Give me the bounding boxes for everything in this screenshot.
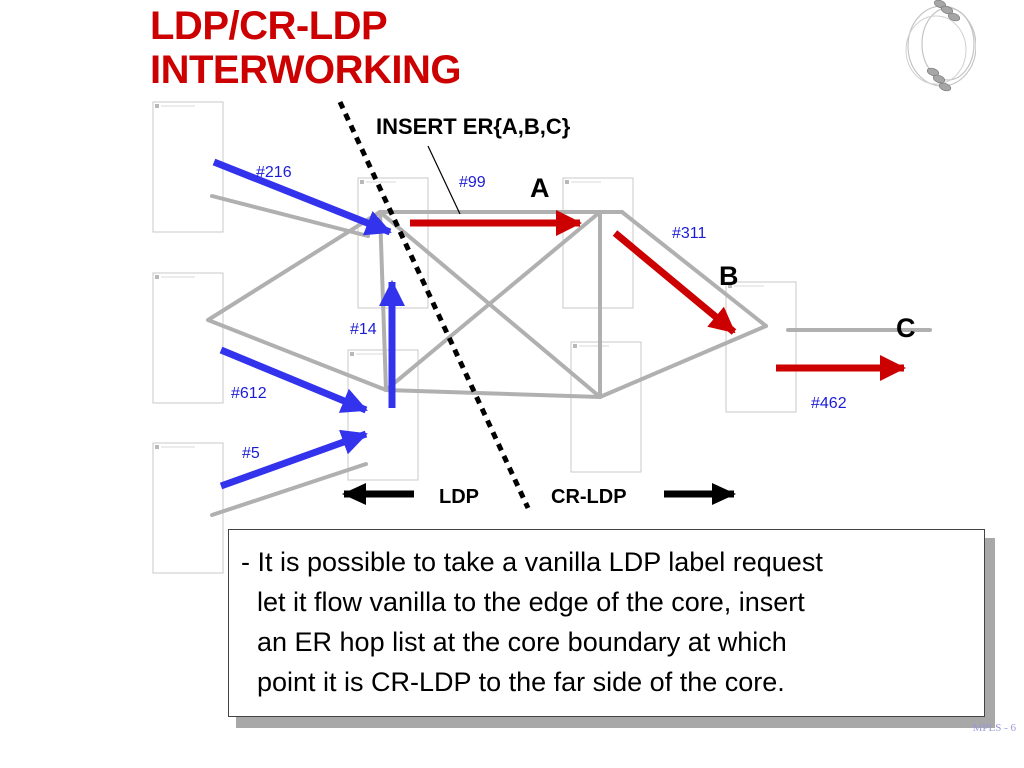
- label-462: #462: [811, 395, 847, 412]
- insert-er-label: INSERT ER{A,B,C}: [376, 114, 571, 139]
- arrow-216: [212, 158, 392, 236]
- link-edge-bottom: [210, 462, 368, 517]
- title-line-2: INTERWORKING: [150, 48, 462, 92]
- callout-line-3: an ER hop list at the core boundary at w…: [257, 627, 787, 657]
- node-label-c: C: [896, 313, 916, 343]
- label-99: #99: [459, 174, 486, 191]
- arrow-311: [612, 230, 737, 335]
- node-label-a: A: [530, 173, 550, 203]
- link-left-diamond: [206, 210, 388, 392]
- callout-line-1: - It is possible to take a vanilla LDP l…: [241, 547, 823, 577]
- label-612: #612: [231, 385, 267, 402]
- insert-pointer-line: [427, 145, 461, 215]
- callout-line-2: let it flow vanilla to the edge of the c…: [257, 587, 805, 617]
- router-box-edge-1: [152, 101, 224, 233]
- node-label-b: B: [719, 261, 739, 291]
- router-boxes: [152, 101, 797, 574]
- callout-line-4: point it is CR-LDP to the far side of th…: [257, 667, 785, 697]
- region-crldp-label: CR-LDP: [551, 486, 627, 508]
- label-5: #5: [242, 445, 260, 462]
- link-edge-top: [210, 194, 370, 238]
- router-box-edge-3: [152, 442, 224, 574]
- label-311: #311: [672, 225, 707, 242]
- label-216: #216: [256, 164, 292, 181]
- link-cross-2: [384, 210, 602, 392]
- link-bottom: [384, 388, 602, 399]
- label-14: #14: [350, 321, 377, 338]
- ldp-arrows: [212, 158, 405, 490]
- router-box-lower: [347, 349, 419, 481]
- arrow-5: [219, 429, 368, 490]
- title-line-1: LDP/CR-LDP: [150, 4, 388, 48]
- link-top-to-b: [620, 210, 768, 328]
- logo-rings-icon: [905, 0, 976, 92]
- arrow-612: [219, 346, 368, 414]
- explanation-callout: - It is possible to take a vanilla LDP l…: [228, 529, 985, 717]
- slide-footer: MPLS - 6: [972, 722, 1016, 734]
- core-boundary-line: [337, 100, 531, 510]
- link-bottom-to-b: [598, 324, 768, 399]
- router-box-edge-2: [152, 272, 224, 404]
- router-box-core: [570, 341, 642, 473]
- region-ldp-label: LDP: [439, 486, 479, 508]
- slide-title: LDP/CR-LDP INTERWORKING: [150, 4, 462, 92]
- crldp-arrows: [410, 210, 906, 381]
